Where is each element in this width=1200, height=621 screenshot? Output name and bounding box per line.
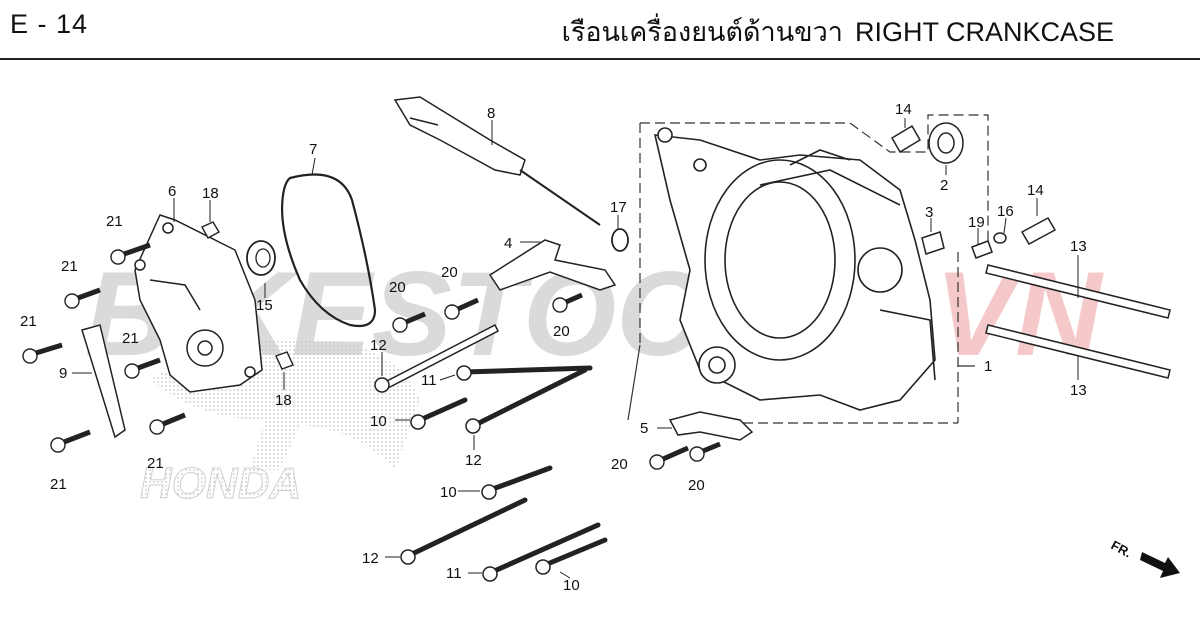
right-crankcase [653, 127, 936, 411]
water-pump-cover [134, 214, 263, 393]
oil-seal [246, 240, 276, 276]
page-title: เรือนเครื่องยนต์ด้านขวา RIGHT CRANKCASE [550, 10, 1114, 53]
callout-14a: 14 [895, 101, 912, 118]
callout-21d: 21 [122, 330, 139, 347]
callout-12a: 12 [370, 337, 387, 354]
callout-11a: 11 [421, 372, 437, 389]
callout-19: 19 [968, 214, 985, 231]
callout-3: 3 [925, 204, 933, 221]
front-direction-indicator: FR. [1109, 537, 1180, 578]
callout-21a: 21 [106, 213, 123, 230]
arrow-icon [1140, 552, 1180, 578]
long-bolts [374, 323, 608, 582]
gasket [611, 228, 629, 252]
callout-18b: 18 [275, 392, 292, 409]
callout-21f: 21 [50, 476, 67, 493]
exploded-parts-diagram: BIKESTOCK VN HONDA [20, 96, 1180, 594]
watermark-text-right: VN [935, 247, 1104, 381]
direction-label: FR. [1109, 537, 1135, 560]
page-code: E - 14 [10, 9, 89, 39]
callout-10b: 10 [440, 484, 457, 501]
mounting-brackets [488, 239, 754, 441]
callout-20a: 20 [441, 264, 458, 281]
callout-8: 8 [487, 105, 495, 122]
callout-11b: 11 [446, 565, 462, 582]
callout-16: 16 [997, 203, 1014, 220]
callout-13b: 13 [1070, 382, 1087, 399]
title-english: RIGHT CRANKCASE [854, 17, 1114, 47]
callout-10a: 10 [370, 413, 387, 430]
callout-7: 7 [309, 141, 317, 158]
callout-6: 6 [168, 183, 176, 200]
callout-18a: 18 [202, 185, 219, 202]
leader-lines [72, 118, 1079, 579]
callout-15: 15 [256, 297, 273, 314]
callout-14b: 14 [1027, 182, 1044, 199]
callout-10c: 10 [563, 577, 580, 594]
callout-20d: 20 [611, 456, 628, 473]
bracket [81, 324, 126, 439]
bushings-collars [890, 122, 1057, 259]
callout-21e: 21 [147, 455, 164, 472]
callout-21b: 21 [61, 258, 78, 275]
o-ring [280, 173, 377, 328]
callout-12b: 12 [465, 452, 482, 469]
callout-4: 4 [504, 235, 512, 252]
short-bolts [22, 242, 721, 470]
callout-5: 5 [640, 420, 648, 437]
callout-21c: 21 [20, 313, 37, 330]
title-thai: เรือนเครื่องยนต์ด้านขวา [561, 17, 843, 47]
callout-2: 2 [940, 177, 948, 194]
assembly-outline [627, 114, 989, 424]
dowel-pins [201, 221, 294, 370]
callout-17: 17 [610, 199, 627, 216]
callout-1: 1 [984, 358, 992, 375]
callout-9: 9 [59, 365, 67, 382]
watermark-brand: HONDA [140, 459, 301, 508]
callout-20b: 20 [389, 279, 406, 296]
callout-20c: 20 [553, 323, 570, 340]
callouts: 1 2 3 4 5 6 7 8 9 10 10 10 11 11 12 12 1… [20, 101, 1087, 594]
oil-dipstick [393, 96, 601, 226]
callout-20e: 20 [688, 477, 705, 494]
page-header: E - 14 เรือนเครื่องยนต์ด้านขวา RIGHT CRAN… [0, 0, 1200, 60]
callout-12c: 12 [362, 550, 379, 567]
callout-13a: 13 [1070, 238, 1087, 255]
